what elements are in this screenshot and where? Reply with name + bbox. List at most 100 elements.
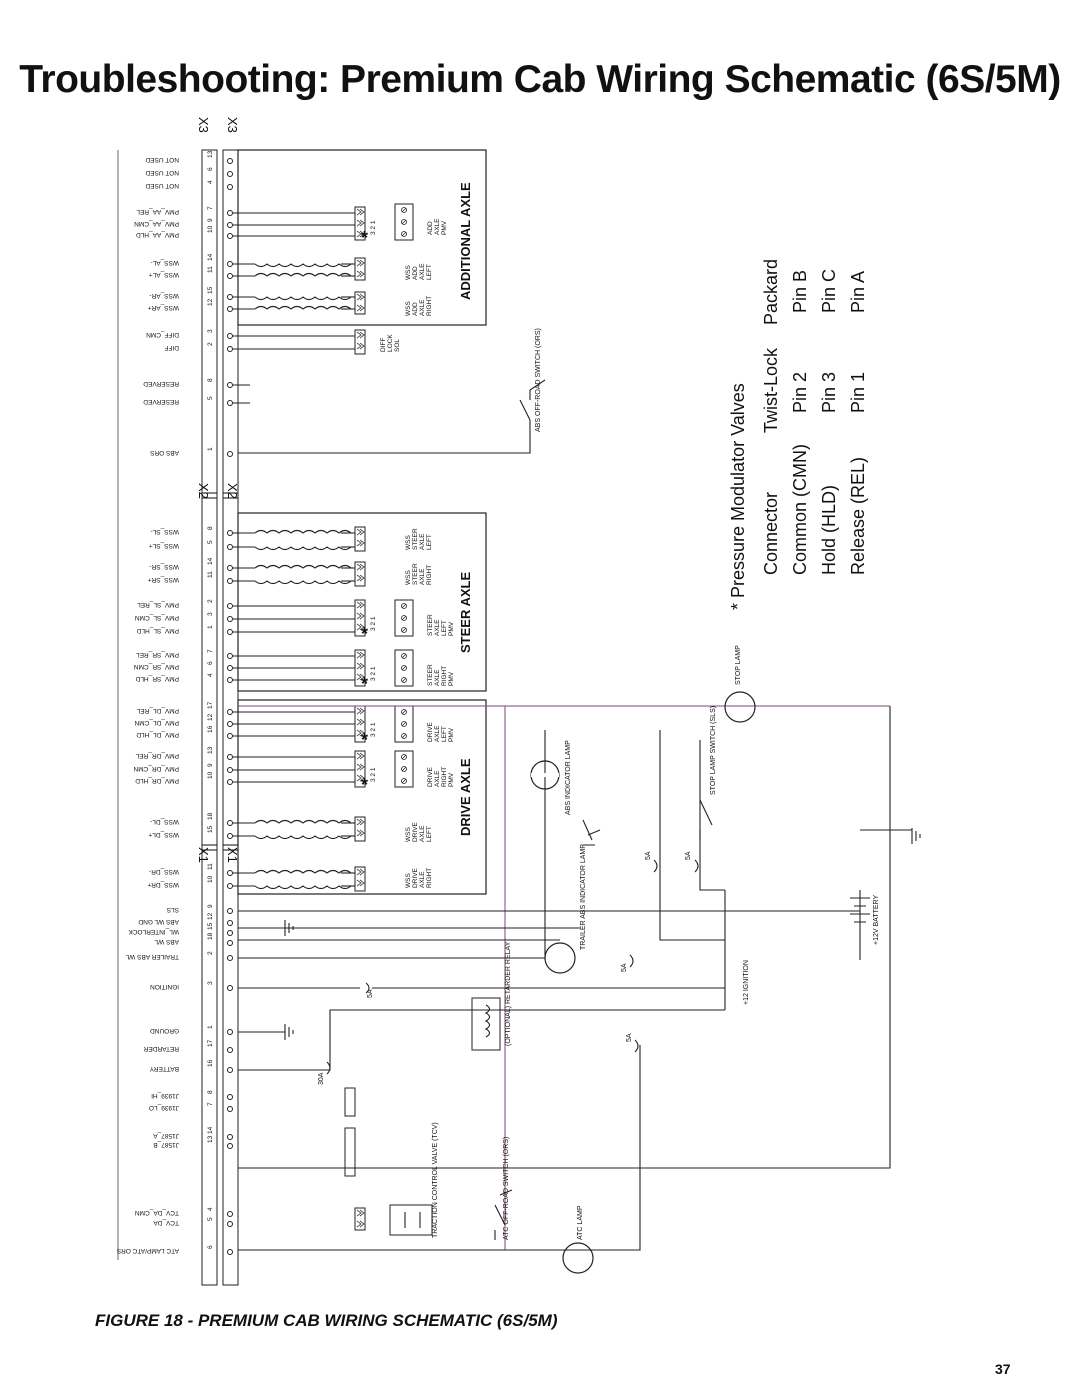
terminal-dot [227,333,233,339]
pmv-pin-label: 3 2 1 [370,722,377,737]
fuse-5a-3 [365,982,370,994]
terminal-dot [227,677,233,683]
device-label: PMV [448,772,455,787]
signal-row: PMV_SR_HLD 4 [135,673,355,683]
pin-number: 15 [207,825,214,833]
pin-number: 17 [207,1039,214,1047]
signal-label: ABS WL GND [138,918,179,925]
signal-label: PMV_SR_CMN [134,663,179,670]
retarder-relay-icon [471,997,501,1051]
pmv-pin-label: 3 2 1 [370,616,377,631]
connector-strip-ecu [201,149,218,1286]
pmv-pin-label: 3 2 1 [370,767,377,782]
signal-label: PMV_AA_CMN [134,220,179,227]
device-label: DIFF [380,338,387,352]
signal-label: RESERVED [143,380,179,387]
device-label: ADD [427,221,434,235]
device-label: AXLE [434,619,441,636]
section-drive-axle: DRIVE AXLE [458,758,473,836]
signal-row: WSS_DL+15 [148,825,355,840]
atc-lamp-icon [562,1242,594,1274]
abs-offroad-switch-icon [582,819,601,846]
fuse-label-3: 5A [367,989,374,998]
pin-number: 10 [207,875,214,883]
signal-label: WSS_DR+ [147,881,179,888]
fuse-5a-1 [653,859,658,873]
device-label: SOL [394,339,401,352]
fuse-label-1: 5A [645,851,652,860]
device-label: AXLE [434,218,441,235]
connector-x3-b: X3 [225,117,240,133]
legend-row-rel-tl: Pin 1 [848,372,868,413]
pin-number: 4 [207,180,214,184]
fuse-5a-4 [629,954,634,968]
device-label: WSS [405,301,412,316]
signal-label: PMV_SR_HLD [135,675,179,682]
fuse-label-30a: 30A [318,1072,325,1085]
connector-strip-harness [222,149,239,1286]
terminal-dot [227,603,233,609]
signal-row: WSS_SR-14 [149,557,355,571]
signal-row: J1587_A14 [153,1126,233,1140]
terminal-dot [227,653,233,659]
wss-add-left-connector [354,257,366,281]
terminal-dot [227,1249,233,1255]
signal-label: PMV_SR_REL [136,651,179,658]
pin-number: 13 [207,1135,214,1143]
pin-number: 11 [207,571,214,578]
pin-number: 1 [207,1025,214,1029]
device-label: PMV [448,671,455,686]
signal-row: WSS_AR+12 [148,298,355,312]
signal-label: BATTERY [149,1065,179,1072]
pin-number: 5 [207,540,214,544]
device-label: AXLE [434,725,441,742]
signal-label: J1939_LO [149,1104,179,1111]
signal-label: WL_INTERLOCK [128,928,179,935]
signal-row: J1587_B13 [153,1135,233,1149]
device-label: RIGHT [426,296,433,316]
abs-indicator-lamp-icon [530,760,560,790]
signal-label: IGNITION [150,983,179,990]
signal-label: WSS_AL- [150,259,179,266]
device-label: AXLE [419,825,426,842]
pin-number: 4 [207,673,214,677]
pin-number: 2 [207,342,214,346]
page-title: Troubleshooting: Premium Cab Wiring Sche… [19,58,1061,101]
pin-number: 15 [207,286,214,294]
terminal-dot [227,754,233,760]
stop-lamp-icon [724,691,756,723]
device-label: RIGHT [441,767,448,787]
pin-number: 7 [207,649,214,653]
terminal-dot [227,1221,233,1227]
additional-axle-box [237,149,487,326]
atc-offroad-label: ATC OFF-ROAD SWITCH (ORS) [503,1137,510,1240]
device-label: WSS [405,873,412,888]
terminal-dot [227,1047,233,1053]
device-label: DRIVE [427,766,434,787]
device-label: RIGHT [426,868,433,888]
signal-label: PMV_DR_HLD [135,777,179,784]
device-label: LEFT [441,620,448,636]
wss-add-right-connector [354,291,366,315]
terminal-dot [227,920,233,926]
pin-number: 14 [207,557,214,565]
fuse-5a-5 [634,1039,639,1053]
retarder-relay-label: (OPTIONAL) RETARDER RELAY [505,941,512,1046]
signal-label: ABS ORS [149,449,179,456]
drive-right-pmv-icon: 3 2 1* [361,750,414,795]
stop-lamp-label: STOP LAMP [735,645,742,685]
device-label: AXLE [419,299,426,316]
terminal-dot [227,451,233,457]
stop-lamp-switch-label: STOP LAMP SWITCH (SLS) [710,706,717,795]
signal-label: PMV_DR_REL [135,752,179,759]
